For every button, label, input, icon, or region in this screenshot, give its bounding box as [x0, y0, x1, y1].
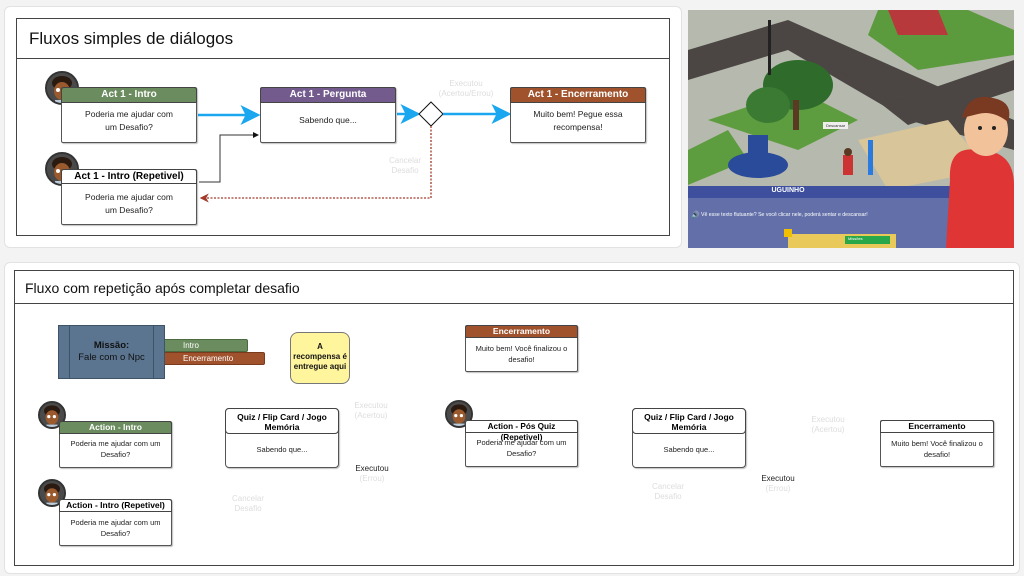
game-screenshot: UGUINHO 🔊 Vê esse texto flutuante? Se vo… — [688, 10, 1014, 248]
label-executou-top: Executou (Acertou/Errou) — [438, 79, 494, 98]
npc-dialog-text: Vê esse texto flutuante? Se você clicar … — [701, 212, 868, 218]
node-quiz-1[interactable]: Quiz / Flip Card / Jogo Memória Sabendo … — [225, 408, 339, 468]
mission-subtitle: Fale com o Npc — [78, 352, 145, 363]
node-action-intro[interactable]: Action - Intro Poderia me ajudar com um … — [59, 421, 172, 468]
node-action-pos-quiz-title: Action - Pós Quiz (Repetivel) — [465, 420, 578, 442]
node-action-intro-repetivel-text: Poderia me ajudar com um Desafio? — [70, 518, 161, 538]
node-action-pos-quiz[interactable]: Action - Pós Quiz (Repetivel) Poderia me… — [465, 420, 578, 467]
game-scene — [688, 10, 1014, 248]
node-encerramento-1-title: Encerramento — [465, 325, 578, 338]
node-act1-intro-repetivel[interactable]: Act 1 - Intro (Repetivel) Poderia me aju… — [61, 169, 197, 225]
label-executou-1: Executou — [355, 464, 389, 473]
node-act1-intro[interactable]: Act 1 - Intro Poderia me ajudar com um D… — [61, 87, 197, 143]
mission-box[interactable]: Missão: Fale com o Npc — [58, 325, 165, 379]
flow-repetivel-to-pergunta — [199, 132, 259, 183]
node-action-intro-text: Poderia me ajudar com um Desafio? — [70, 439, 161, 459]
node-act1-intro-repetivel-text: Poderia me ajudar com um Desafio? — [85, 192, 173, 215]
node-encerramento-2-title: Encerramento — [880, 420, 994, 433]
node-encerramento-1-text: Muito bem! Você finalizou o desafio! — [475, 344, 568, 364]
node-quiz-2[interactable]: Quiz / Flip Card / Jogo Memória Sabendo … — [632, 408, 746, 468]
node-quiz-2-text: Sabendo que... — [663, 445, 715, 454]
label-executou-acertou-1: Executou (Acertou) — [354, 401, 388, 420]
label-errou-1: (Errou) — [359, 474, 385, 483]
bottom-diagram-frame: Fluxo com repetição após completar desaf… — [14, 270, 1014, 566]
reward-callout: A recompensa é entregue aqui — [290, 332, 350, 384]
mission-tab-encerramento[interactable]: Encerramento — [160, 352, 265, 365]
cancel-flow-top — [199, 126, 432, 203]
node-action-pos-quiz-text: Poderia me ajudar com um Desafio? — [476, 438, 567, 458]
node-act1-encerramento[interactable]: Act 1 - Encerramento Muito bem! Pegue es… — [510, 87, 646, 143]
speaker-icon[interactable]: 🔊 — [691, 212, 700, 219]
node-action-intro-repetivel-title: Action - Intro (Repetivel) — [59, 499, 172, 512]
node-action-intro-repetivel[interactable]: Action - Intro (Repetivel) Poderia me aj… — [59, 499, 172, 546]
label-cancelar-2: Cancelar Desafio — [651, 482, 684, 501]
label-errou-2: (Errou) — [765, 484, 791, 493]
mission-tab-intro-label: Intro — [183, 341, 200, 350]
game-sign-label[interactable]: Descansar — [823, 122, 849, 129]
label-executou-2: Executou — [761, 474, 795, 483]
node-act1-intro-text: Poderia me ajudar com um Desafio? — [85, 109, 173, 132]
bottom-diagram-title: Fluxo com repetição após completar desaf… — [15, 271, 1013, 304]
node-quiz-1-text: Sabendo que... — [256, 445, 308, 454]
node-quiz-2-title: Quiz / Flip Card / Jogo Memória — [632, 408, 746, 434]
missions-button[interactable]: Missões — [848, 236, 863, 241]
npc-name-label: UGUINHO — [771, 187, 805, 194]
node-action-intro-title: Action - Intro — [59, 421, 172, 434]
top-diagram-title: Fluxos simples de diálogos — [17, 19, 669, 59]
mission-box-divider — [69, 326, 70, 378]
mission-tab-encerramento-label: Encerramento — [183, 354, 234, 363]
node-encerramento-2[interactable]: Encerramento Muito bem! Você finalizou o… — [880, 420, 994, 467]
mission-tab-intro[interactable]: Intro — [160, 339, 248, 352]
node-act1-pergunta[interactable]: Act 1 - Pergunta Sabendo que... — [260, 87, 396, 143]
reward-callout-text: A recompensa é entregue aqui — [293, 342, 347, 371]
label-cancelar-1: Cancelar Desafio — [231, 494, 264, 513]
node-act1-pergunta-title: Act 1 - Pergunta — [260, 87, 396, 103]
node-act1-pergunta-text: Sabendo que... — [299, 115, 357, 125]
node-encerramento-2-text: Muito bem! Você finalizou o desafio! — [891, 439, 983, 459]
mission-box-divider — [153, 326, 154, 378]
label-cancelar-top: Cancelar Desafio — [388, 156, 421, 175]
node-act1-intro-title: Act 1 - Intro — [61, 87, 197, 103]
decision-diamond-top — [418, 101, 444, 127]
node-act1-encerramento-text: Muito bem! Pegue essa recompensa! — [533, 109, 623, 132]
npc-avatar-icon — [38, 401, 66, 429]
npc-avatar-icon — [38, 479, 66, 507]
node-act1-encerramento-title: Act 1 - Encerramento — [510, 87, 646, 103]
node-act1-intro-repetivel-title: Act 1 - Intro (Repetivel) — [61, 169, 197, 184]
mission-title: Missão: — [93, 340, 130, 351]
node-encerramento-1[interactable]: Encerramento Muito bem! Você finalizou o… — [465, 325, 578, 372]
node-quiz-1-title: Quiz / Flip Card / Jogo Memória — [225, 408, 339, 434]
label-executou-acertou-2: Executou (Acertou) — [811, 415, 845, 434]
